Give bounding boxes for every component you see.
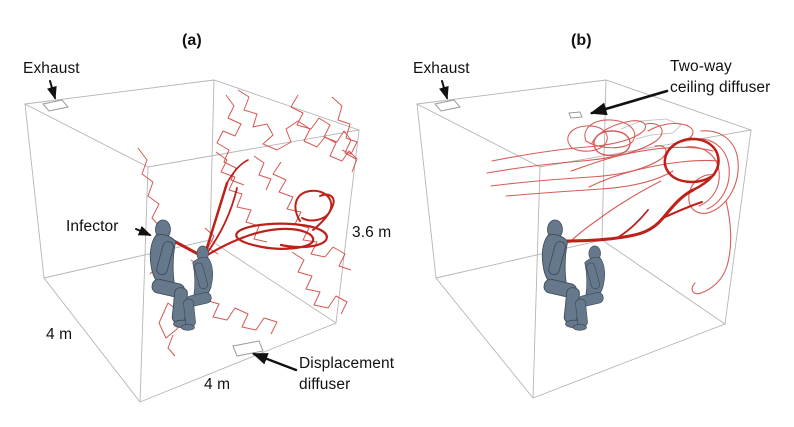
exhaust-vent-a: [42, 99, 69, 112]
vertical-edges-b: [416, 79, 752, 399]
room-b: [415, 79, 753, 399]
infector-arrow-a: [135, 225, 152, 236]
panel-title-a: (a): [182, 32, 202, 49]
room-width-label-a: 4 m: [204, 376, 231, 393]
exposed-person-figure-b: [572, 245, 606, 331]
exposed-person-figure-a: [180, 245, 214, 331]
streamlines-thick-a: [164, 159, 335, 259]
exhaust-label-a: Exhaust: [23, 60, 80, 77]
displacement-diffuser-label-line2: diffuser: [299, 376, 351, 393]
displacement-diffuser-label-line1: Displacement: [299, 355, 395, 372]
annotation-arrows-b: [439, 80, 669, 116]
exhaust-label-b: Exhaust: [413, 60, 470, 77]
streamlines-chaotic-a: [137, 89, 358, 357]
room-wireframe-b: [415, 79, 753, 399]
displacement-diffuser-label-a: Displacement diffuser: [299, 353, 394, 395]
room-height-label-a: 3.6 m: [352, 224, 392, 241]
panel-title-b: (b): [571, 32, 592, 49]
vertical-edges-a: [24, 79, 360, 403]
exhaust-arrow-a: [47, 80, 57, 100]
room-a: [23, 79, 361, 403]
displacement-diffuser-arrow-a: [251, 352, 298, 372]
ceiling-diffuser-label-b: Two-way ceiling diffuser: [670, 56, 770, 98]
ceiling-diffuser-label-line1: Two-way: [670, 58, 732, 75]
ceiling-diffuser-arrow-b: [589, 89, 669, 116]
ceiling-diffuser-label-line2: ceiling diffuser: [670, 79, 771, 96]
streamlines-thick-b: [560, 137, 720, 243]
displacement-diffuser-vent-a: [232, 340, 264, 357]
exhaust-vent-b: [434, 99, 461, 112]
annotation-arrows-a: [47, 80, 298, 372]
exhaust-arrow-b: [439, 80, 449, 100]
ceiling-outline-a: [23, 79, 361, 168]
infector-label-a: Infector: [66, 218, 119, 235]
room-depth-label-a: 4 m: [46, 326, 73, 343]
streamlines-smooth-b: [486, 119, 739, 295]
ceiling-diffuser-vent-b: [568, 111, 583, 119]
